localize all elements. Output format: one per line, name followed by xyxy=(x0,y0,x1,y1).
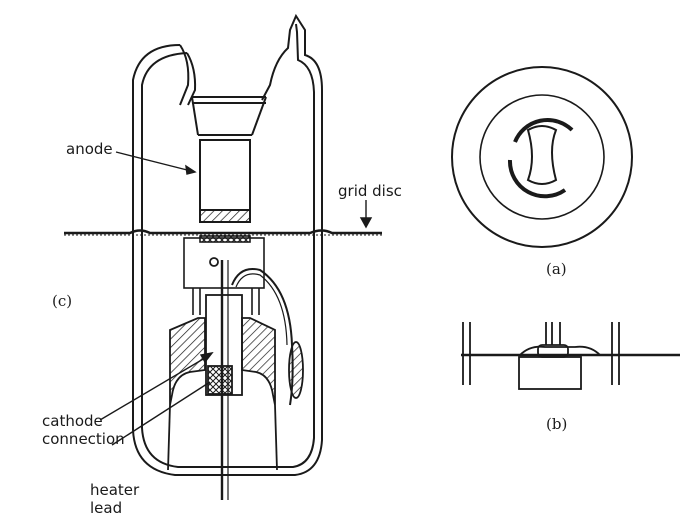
tube-envelope xyxy=(132,13,323,476)
caption-c: (c) xyxy=(52,292,73,310)
leader-lines xyxy=(99,151,373,446)
grid-support xyxy=(183,235,265,315)
caption-a: (a) xyxy=(546,260,567,278)
detail-view-b xyxy=(461,322,680,390)
anode-assembly xyxy=(191,96,267,223)
top-view-a xyxy=(451,66,633,248)
anode-label: anode xyxy=(66,140,113,158)
grid-disc-label: grid disc xyxy=(338,182,402,200)
caption-b: (b) xyxy=(546,415,568,433)
cathode-connection-label-line2: connection xyxy=(42,430,125,448)
cathode-connection-label-line1: cathode xyxy=(42,412,103,430)
heater-lead-label-line1: heater xyxy=(90,481,140,499)
grid-disc-line xyxy=(64,229,382,236)
heater-lead-label-line2: lead xyxy=(90,499,123,517)
cathode-assembly xyxy=(167,257,304,500)
